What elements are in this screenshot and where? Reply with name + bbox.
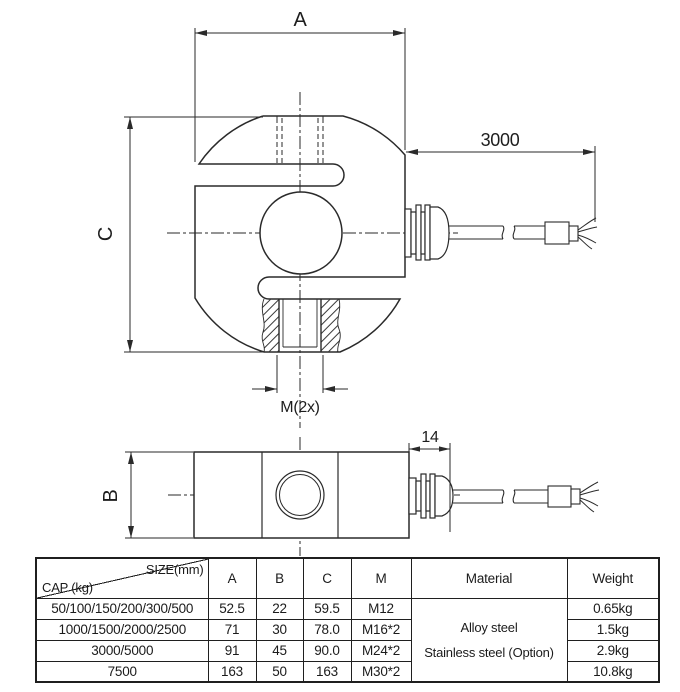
- dim-gland: [408, 443, 451, 532]
- a-cell: 52.5: [207, 597, 257, 620]
- m-cell: M30*2: [350, 660, 412, 683]
- material-line-1: Alloy steel: [460, 619, 518, 635]
- size-cap-header-cell: SIZE(mm) CAP (kg): [35, 557, 209, 599]
- dim-cable-length: [406, 146, 596, 222]
- cable-gland-top: [404, 204, 450, 261]
- cap-cell: 3000/5000: [35, 639, 209, 662]
- col-header-weight: Weight: [566, 557, 660, 599]
- a-cell: 71: [207, 618, 257, 641]
- side-hole-outer: [275, 470, 325, 520]
- m-cell: M24*2: [350, 639, 412, 662]
- material-cell: Alloy steel Stainless steel (Option): [410, 597, 568, 683]
- col-header-m: M: [350, 557, 412, 599]
- side-view: B 14: [100, 429, 600, 556]
- cable-gland-side: [408, 473, 454, 519]
- top-thread-edge-ticks: [276, 116, 324, 121]
- dim-b: [125, 451, 193, 539]
- cable-side: [453, 481, 600, 513]
- spec-table: SIZE(mm) CAP (kg) A B C M Material Weigh…: [35, 557, 660, 683]
- bottom-thread-section: [261, 298, 341, 353]
- center-hole: [259, 191, 343, 275]
- wire-ends-top: [577, 217, 598, 250]
- b-cell: 50: [255, 660, 304, 683]
- dim-b-label: B: [100, 489, 122, 502]
- weight-cell: 1.5kg: [566, 618, 660, 641]
- col-header-c: C: [302, 557, 352, 599]
- weight-cell: 10.8kg: [566, 660, 660, 683]
- col-header-a: A: [207, 557, 257, 599]
- table-row: 3000/5000 91 45 90.0 M24*2 2.9kg: [35, 639, 660, 662]
- table-row: 1000/1500/2000/2500 71 30 78.0 M16*2 1.5…: [35, 618, 660, 641]
- dim-cable-length-label: 3000: [481, 130, 520, 150]
- dim-gland-label: 14: [421, 429, 439, 446]
- dim-thread-label: M(2x): [280, 399, 319, 416]
- top-view: A C 3000: [95, 9, 598, 428]
- hatch-left-break-line: [261, 298, 265, 353]
- wire-ends-side: [579, 481, 600, 513]
- col-header-material: Material: [410, 557, 568, 599]
- dim-thread: [252, 355, 348, 393]
- m-cell: M12: [350, 597, 412, 620]
- cap-cell: 50/100/150/200/300/500: [35, 597, 209, 620]
- hatch-left: [262, 299, 279, 352]
- col-header-b: B: [255, 557, 304, 599]
- side-body: [193, 451, 410, 539]
- cap-cell: 1000/1500/2000/2500: [35, 618, 209, 641]
- weight-cell: 0.65kg: [566, 597, 660, 620]
- hatch-right: [321, 299, 341, 352]
- table-row: 7500 163 50 163 M30*2 10.8kg: [35, 660, 660, 683]
- cap-cell: 7500: [35, 660, 209, 683]
- table-row: 50/100/150/200/300/500 52.5 22 59.5 M12 …: [35, 597, 660, 683]
- dim-a: [194, 28, 406, 162]
- a-cell: 163: [207, 660, 257, 683]
- spec-table-header-row: SIZE(mm) CAP (kg) A B C M Material Weigh…: [35, 557, 660, 599]
- dim-c-label: C: [95, 227, 117, 241]
- material-line-2: Stainless steel (Option): [424, 644, 554, 660]
- b-cell: 45: [255, 639, 304, 662]
- hatch-right-break-line: [337, 298, 341, 353]
- side-hole-inner: [279, 474, 321, 516]
- side-body-joints: [261, 452, 339, 538]
- a-cell: 91: [207, 639, 257, 662]
- b-cell: 22: [255, 597, 304, 620]
- weight-cell: 2.9kg: [566, 639, 660, 662]
- dim-c: [124, 116, 264, 353]
- c-cell: 78.0: [302, 618, 352, 641]
- cap-header-label: CAP (kg): [42, 579, 93, 595]
- dim-a-label: A: [293, 9, 307, 31]
- c-cell: 163: [302, 660, 352, 683]
- m-cell: M16*2: [350, 618, 412, 641]
- cable-top: [449, 217, 598, 250]
- c-cell: 90.0: [302, 639, 352, 662]
- c-cell: 59.5: [302, 597, 352, 620]
- b-cell: 30: [255, 618, 304, 641]
- size-header-label: SIZE(mm): [145, 562, 204, 577]
